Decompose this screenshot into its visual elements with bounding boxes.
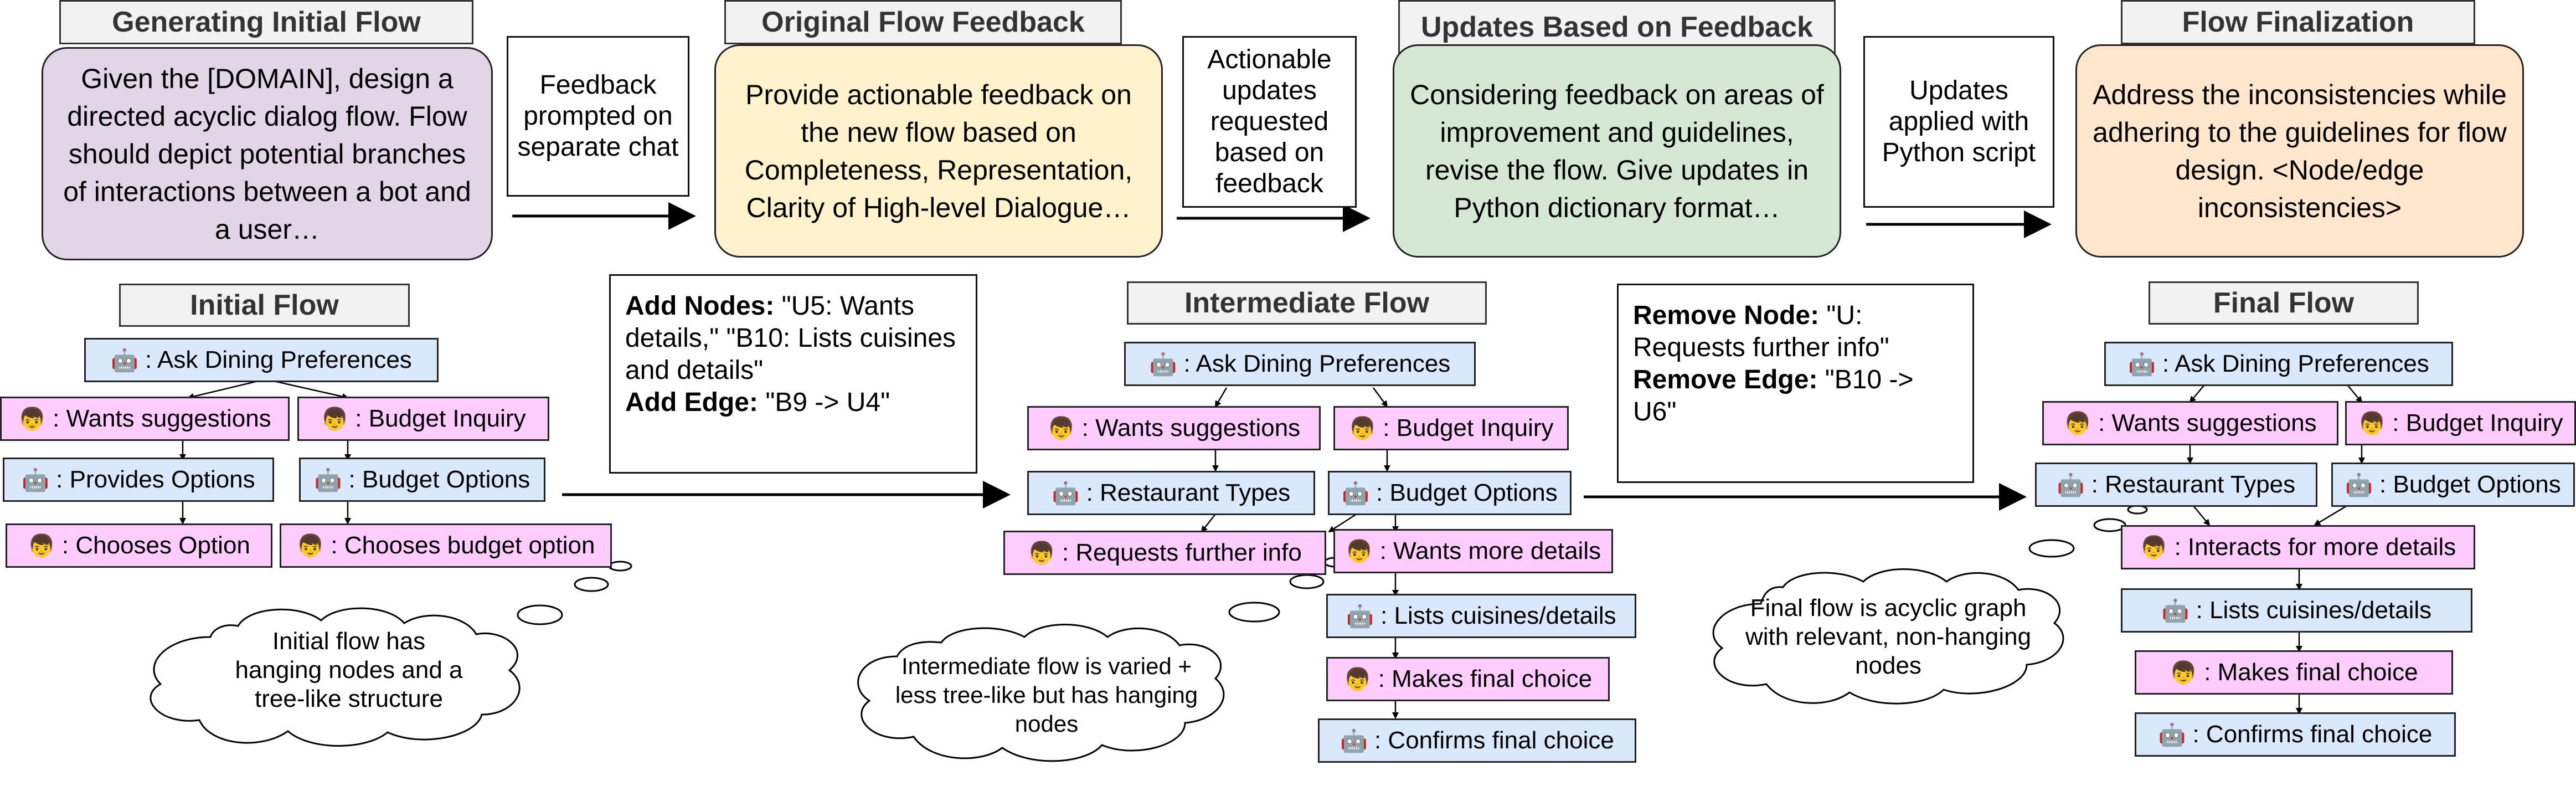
intermediate-node-budget-inquiry: 👦: Budget Inquiry (1333, 406, 1569, 450)
final-node-ask-dining: 🤖: Ask Dining Preferences (2104, 342, 2453, 386)
initial-node-budget-options: 🤖: Budget Options (299, 458, 545, 502)
connector-feedback-prompt: Feedback prompted on separate chat (507, 36, 689, 197)
person-icon: 👦 (1028, 541, 1055, 566)
intermediate-flow-edges (1201, 387, 1399, 719)
final-flow-cloud-text: Final flow is acyclic graph with relevan… (1745, 594, 2032, 679)
person-icon: 👦 (1047, 416, 1075, 441)
remove-edge-text: "B10 -> U6" (1633, 365, 1914, 427)
intermediate-flow-title: Intermediate Flow (1127, 281, 1487, 325)
robot-icon: 🤖 (314, 468, 342, 492)
intermediate-node-ask-dining: 🤖: Ask Dining Preferences (1124, 342, 1476, 386)
intermediate-node-confirms-final-choice: 🤖: Confirms final choice (1318, 718, 1636, 763)
stage1-title: Generating Initial Flow (59, 0, 473, 44)
stage3-box: Considering feedback on areas of improve… (1393, 44, 1841, 258)
add-nodes-label: Add Nodes: (625, 291, 775, 321)
initial-flow-title: Initial Flow (119, 284, 410, 327)
initial-flow-edges (179, 379, 351, 525)
person-icon: 👦 (321, 407, 349, 432)
initial-node-budget-inquiry: 👦: Budget Inquiry (297, 397, 549, 441)
person-icon: 👦 (28, 533, 55, 558)
robot-icon: 🤖 (1052, 481, 1080, 506)
intermediate-node-lists-cuisines: 🤖: Lists cuisines/details (1326, 594, 1636, 638)
robot-icon: 🤖 (1149, 352, 1177, 377)
add-nodes-text: "U5: Wants details," "B10: Lists cuisine… (625, 291, 956, 385)
intermediate-node-wants-more-details: 👦: Wants more details (1333, 529, 1613, 573)
person-icon: 👦 (1348, 416, 1377, 441)
connector-actionable-updates: Actionable updates requested based on fe… (1182, 36, 1357, 208)
final-node-interacts-more-details: 👦: Interacts for more details (2121, 525, 2475, 569)
intermediate-node-requests-further-info: 👦: Requests further info (1003, 531, 1326, 575)
remove-node-label: Remove Node: (1633, 301, 1820, 330)
stage4-title: Flow Finalization (2121, 0, 2475, 44)
intermediate-node-wants-suggestions: 👦: Wants suggestions (1027, 406, 1321, 450)
add-edge-label: Add Edge: (625, 388, 758, 417)
final-node-restaurant-types: 🤖: Restaurant Types (2035, 463, 2317, 507)
person-icon: 👦 (2358, 411, 2386, 436)
person-icon: 👦 (1345, 539, 1373, 564)
initial-node-provides-options: 🤖: Provides Options (3, 458, 274, 502)
stage2-title: Original Flow Feedback (724, 0, 1122, 44)
initial-node-chooses-option: 👦: Chooses Option (6, 523, 272, 568)
final-node-budget-inquiry: 👦: Budget Inquiry (2345, 401, 2576, 445)
final-node-lists-cuisines: 🤖: Lists cuisines/details (2121, 588, 2472, 633)
connector-python-script: Updates applied with Python script (1863, 36, 2054, 208)
robot-icon: 🤖 (111, 348, 138, 373)
person-icon: 👦 (2064, 411, 2092, 436)
intermediate-node-budget-options: 🤖: Budget Options (1328, 471, 1572, 515)
robot-icon: 🤖 (1346, 604, 1374, 629)
final-node-makes-final-choice: 👦: Makes final choice (2135, 650, 2453, 695)
final-node-wants-suggestions: 👦: Wants suggestions (2042, 401, 2338, 445)
robot-icon: 🤖 (2345, 472, 2373, 497)
person-icon: 👦 (1343, 667, 1372, 692)
final-node-confirms-final-choice: 🤖: Confirms final choice (2135, 712, 2456, 757)
final-flow-edges (2187, 385, 2365, 715)
remove-node-text: "U: Requests further info" (1633, 301, 1889, 362)
person-icon: 👦 (2140, 535, 2168, 560)
robot-icon: 🤖 (2057, 472, 2085, 497)
robot-icon: 🤖 (1342, 481, 1370, 506)
final-node-budget-options: 🤖: Budget Options (2331, 463, 2575, 507)
add-edge-text: "B9 -> U4" (758, 388, 890, 417)
initial-node-ask-dining: 🤖: Ask Dining Preferences (84, 338, 439, 382)
person-icon: 👦 (2170, 660, 2198, 685)
intermediate-flow-cloud-text: Intermediate flow is varied + less tree-… (895, 653, 1198, 737)
robot-icon: 🤖 (2128, 352, 2156, 377)
robot-icon: 🤖 (22, 468, 50, 492)
intermediate-node-restaurant-types: 🤖: Restaurant Types (1027, 471, 1315, 515)
robot-icon: 🤖 (2158, 722, 2186, 747)
stage2-box: Provide actionable feedback on the new f… (714, 44, 1163, 258)
robot-icon: 🤖 (1340, 728, 1368, 753)
edit-note-add: Add Nodes: "U5: Wants details," "B10: Li… (609, 274, 977, 474)
remove-edge-label: Remove Edge: (1633, 365, 1818, 394)
initial-node-chooses-budget-option: 👦: Chooses budget option (280, 523, 612, 568)
person-icon: 👦 (18, 407, 47, 432)
robot-icon: 🤖 (2161, 598, 2189, 623)
edit-note-remove: Remove Node: "U: Requests further info" … (1617, 284, 1974, 483)
initial-node-wants-suggestions: 👦: Wants suggestions (0, 397, 290, 441)
final-flow-title: Final Flow (2149, 281, 2419, 325)
person-icon: 👦 (296, 533, 324, 558)
stage4-box: Address the inconsistencies while adheri… (2075, 44, 2524, 258)
stage1-box: Given the [DOMAIN], design a directed ac… (42, 47, 493, 260)
initial-flow-cloud-text: Initial flow has hanging nodes and a tre… (235, 628, 463, 712)
cloud-shapes (150, 505, 2148, 762)
intermediate-node-makes-final-choice: 👦: Makes final choice (1326, 657, 1610, 701)
